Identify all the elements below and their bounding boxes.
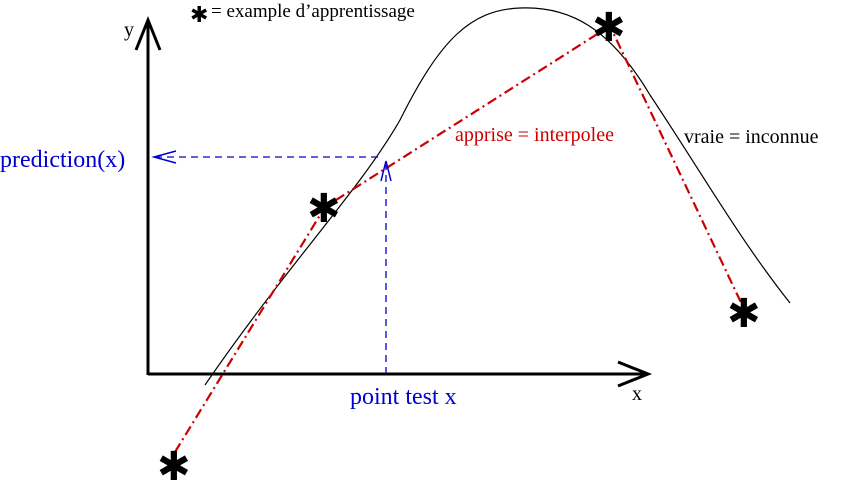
- legend-star-icon: ✱: [190, 3, 208, 28]
- x-axis-arrowhead: [617, 360, 653, 388]
- test-point-arrowhead: [380, 160, 392, 182]
- training-point-2-icon: ✱: [307, 186, 341, 232]
- y-axis-arrowhead: [134, 15, 162, 51]
- true-function-label: vraie = inconnue: [684, 126, 819, 148]
- interpolation-line: [174, 24, 746, 453]
- prediction-arrowhead: [151, 150, 177, 164]
- true-function-curve: [204, 7, 791, 386]
- x-axis-label: x: [632, 383, 642, 405]
- prediction-label: prediction(x): [0, 147, 125, 173]
- legend-text: = example d’apprentissage: [211, 1, 415, 22]
- training-point-4-icon: ✱: [727, 291, 761, 337]
- training-point-1-icon: ✱: [157, 444, 191, 490]
- test-point-label: point test x: [350, 384, 457, 410]
- learned-function-label: apprise = interpolee: [455, 124, 614, 146]
- training-point-3-icon: ✱: [592, 5, 626, 51]
- y-axis-label: y: [124, 19, 134, 41]
